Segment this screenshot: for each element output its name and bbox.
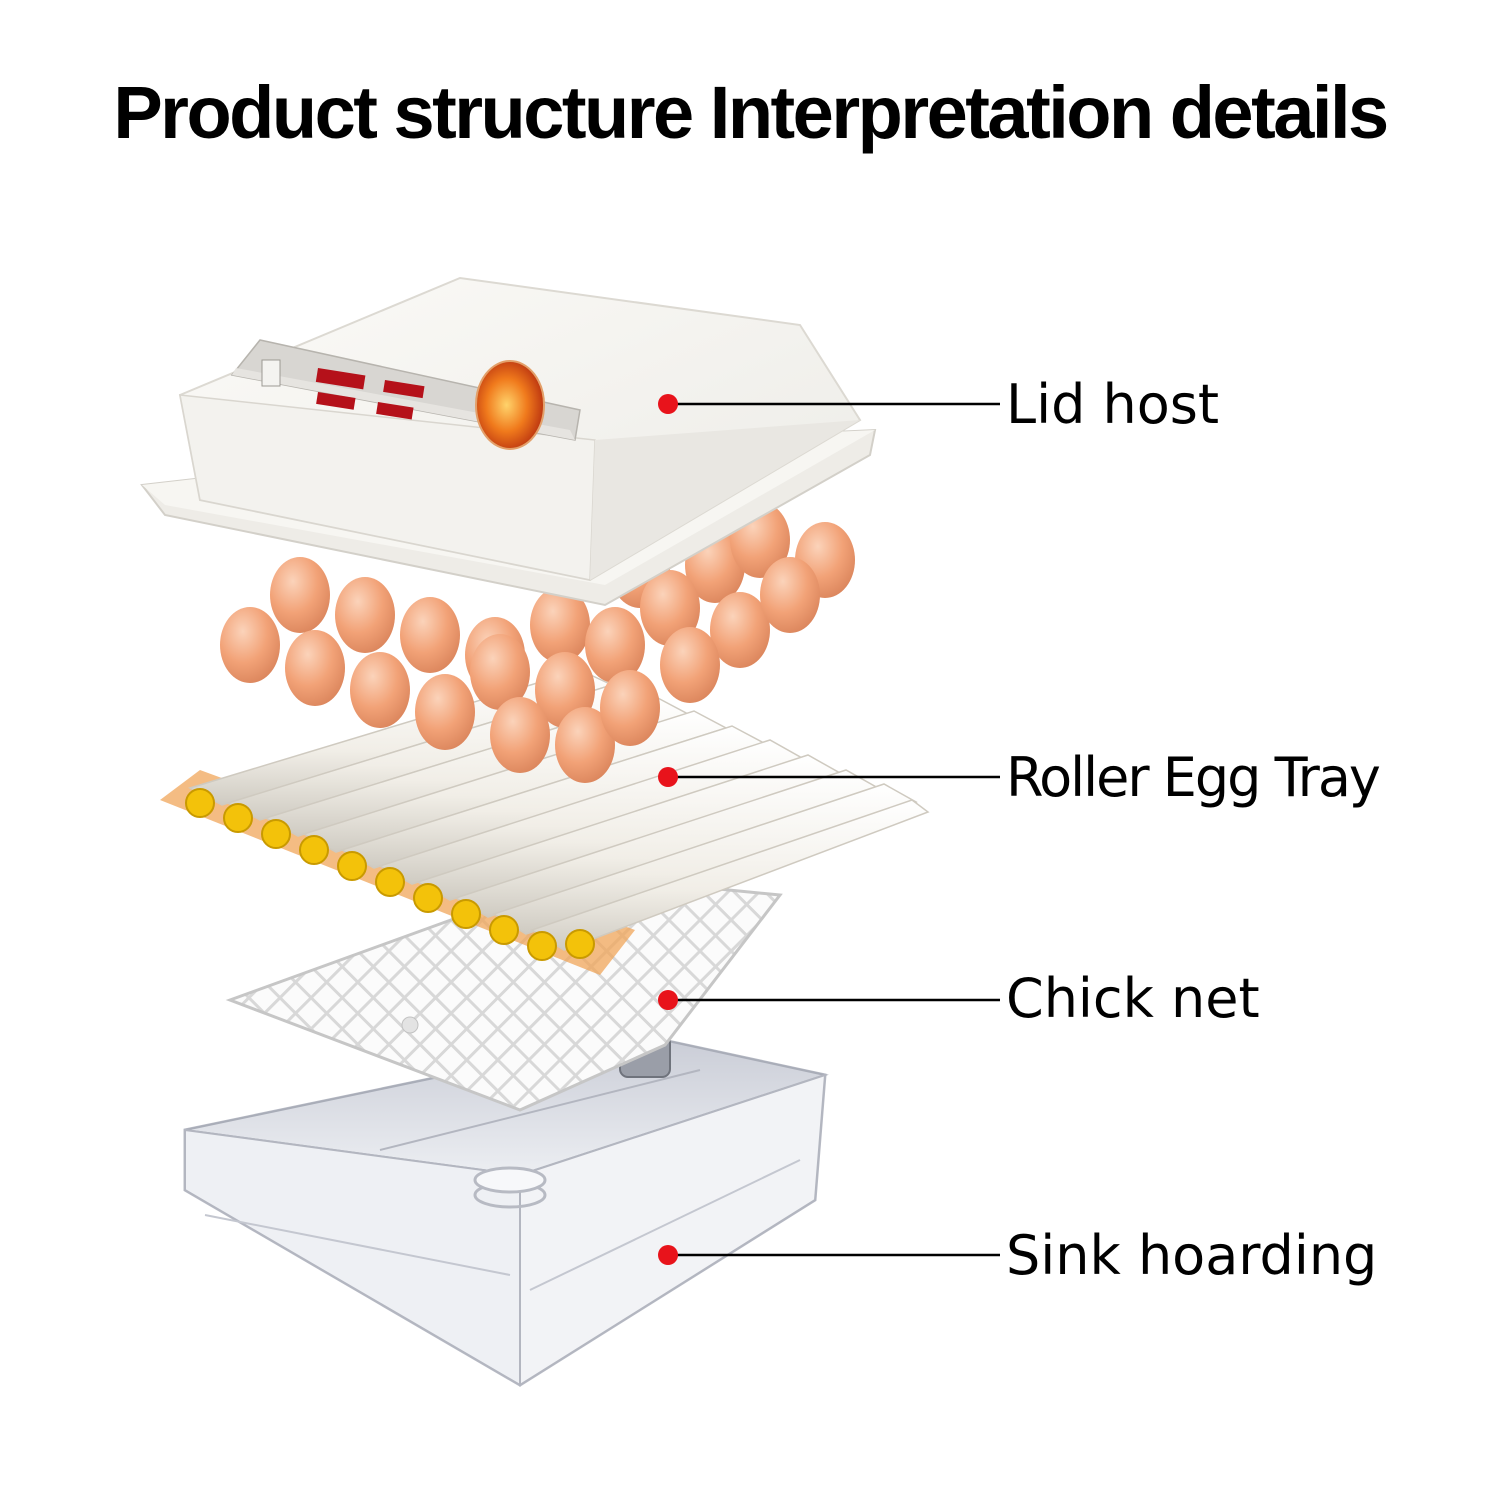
- egg-candling-window: [475, 360, 545, 450]
- gear-row: [185, 788, 595, 961]
- label-roller-egg-tray: Roller Egg Tray: [1006, 746, 1381, 809]
- lid-host: [140, 276, 877, 607]
- label-sink-hoarding: Sink hoarding: [1006, 1224, 1378, 1287]
- callout-lid-host: [658, 394, 1000, 414]
- label-lid-host: Lid host: [1006, 373, 1220, 436]
- callout-sink-hoarding: [658, 1245, 1000, 1265]
- label-chick-net: Chick net: [1006, 967, 1260, 1030]
- marker-dot: [658, 394, 678, 414]
- marker-dot: [658, 1245, 678, 1265]
- callout-chick-net: [658, 990, 1000, 1010]
- callout-roller-egg-tray: [658, 767, 1000, 787]
- page-title: Product structure Interpretation details: [113, 71, 1389, 154]
- marker-dot: [658, 990, 678, 1010]
- marker-dot: [658, 767, 678, 787]
